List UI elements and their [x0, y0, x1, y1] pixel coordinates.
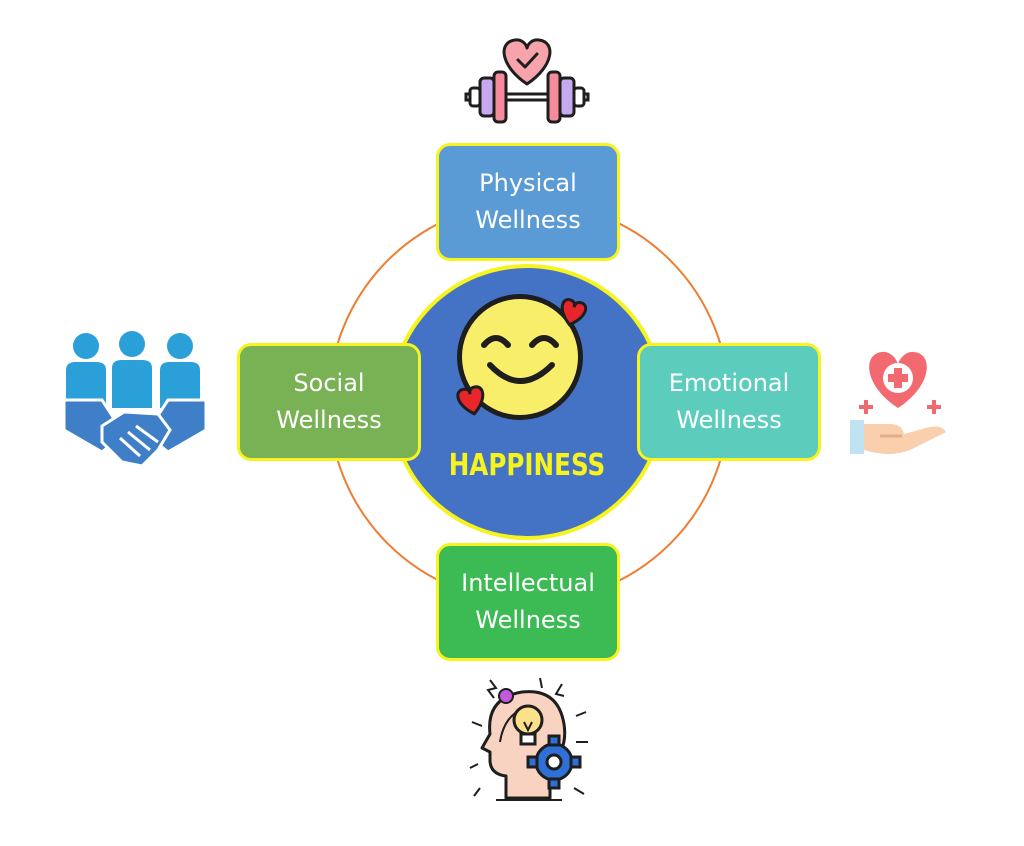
- head-lightbulb-gear-icon: [469, 677, 588, 801]
- handshake-people-icon: [62, 331, 208, 468]
- heart-hand-care-icon: [850, 351, 946, 454]
- intellectual-wellness-line1: Intellectual: [461, 569, 595, 597]
- physical-wellness-line1: Physical: [479, 169, 577, 197]
- happiness-label: HAPPINESS: [448, 448, 606, 483]
- dumbbell-heart-icon: [464, 38, 590, 124]
- social-wellness-box: Social Wellness: [237, 343, 421, 461]
- intellectual-wellness-line2: Wellness: [475, 606, 581, 634]
- physical-wellness-box: Physical Wellness: [436, 143, 620, 261]
- emotional-wellness-box: Emotional Wellness: [637, 343, 821, 461]
- smiling-face-hearts-icon: [456, 294, 588, 420]
- physical-wellness-line2: Wellness: [475, 206, 581, 234]
- social-wellness-line1: Social: [293, 369, 365, 397]
- emotional-wellness-line1: Emotional: [668, 369, 790, 397]
- social-wellness-line2: Wellness: [276, 406, 382, 434]
- emotional-wellness-line2: Wellness: [676, 406, 782, 434]
- intellectual-wellness-box: Intellectual Wellness: [436, 543, 620, 661]
